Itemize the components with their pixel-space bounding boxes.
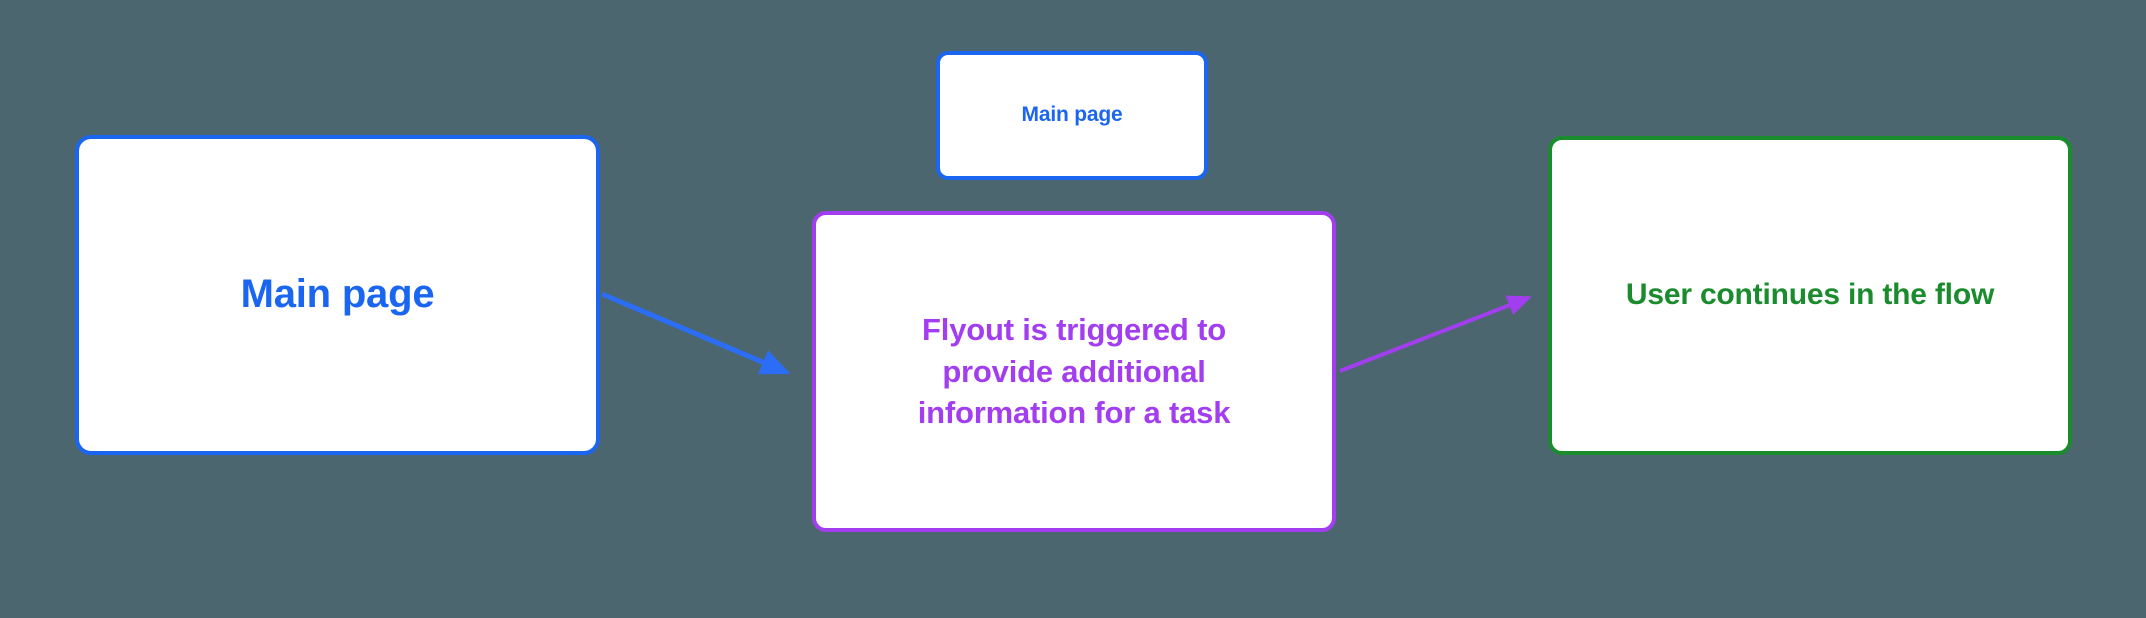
node-main-page-small[interactable]: Main page: [936, 51, 1208, 180]
node-main-page-label: Main page: [240, 272, 435, 317]
node-user-continues[interactable]: User continues in the flow: [1548, 136, 2072, 455]
arrow-flyout-to-user-continues: [1339, 295, 1532, 373]
node-flyout-label: Flyout is triggered to provide additiona…: [917, 311, 1231, 431]
node-main-page[interactable]: Main page: [75, 135, 600, 455]
arrow-main-page-to-flyout: [601, 291, 791, 375]
node-flyout[interactable]: Flyout is triggered to provide additiona…: [812, 211, 1336, 532]
node-main-page-small-label: Main page: [1021, 103, 1123, 127]
node-user-continues-label: User continues in the flow: [1625, 278, 1995, 312]
